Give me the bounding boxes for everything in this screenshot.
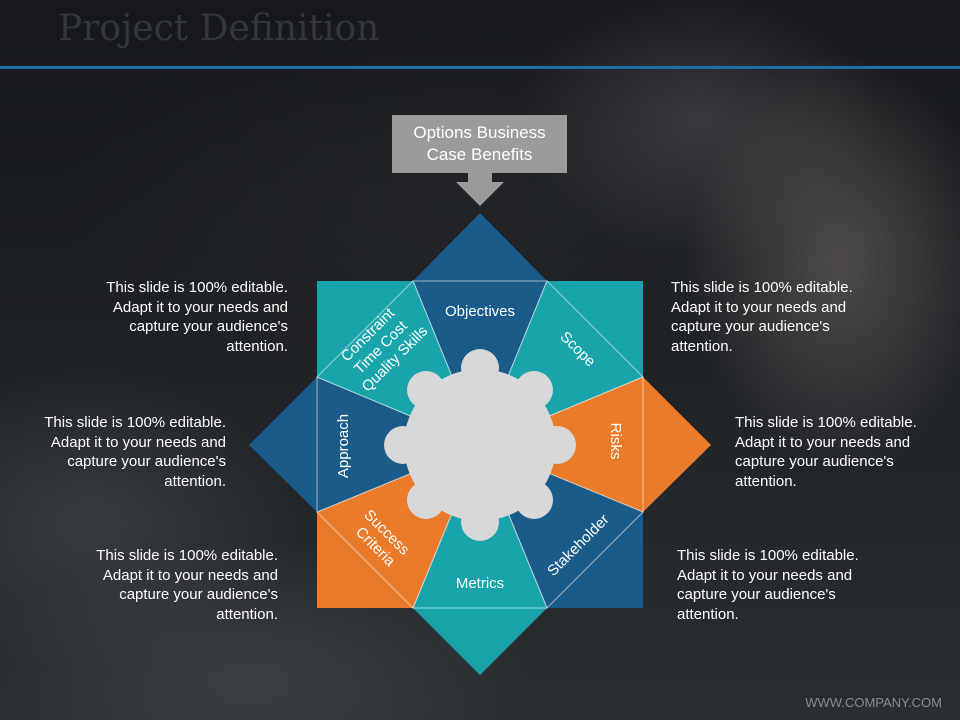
label-metrics: Metrics [456,575,504,592]
title-divider [0,66,960,69]
triangle-left [249,377,317,512]
callout-text: Options Business Case Benefits [413,123,546,164]
note-left-bottom: This slide is 100% editable. Adapt it to… [96,547,278,623]
label-approach: Approach [335,414,352,478]
center-puzzle-gear [384,349,576,541]
callout-arrow [456,172,504,206]
triangle-top [413,213,547,281]
triangle-right [643,377,711,512]
callout-box: Options Business Case Benefits [392,115,567,173]
label-objectives: Objectives [445,303,515,320]
note-right-bottom: This slide is 100% editable. Adapt it to… [677,547,859,623]
note-left-top: This slide is 100% editable. Adapt it to… [106,279,288,355]
label-risks: Risks [607,423,624,460]
page-title: Project Definition [58,8,380,49]
note-right-top: This slide is 100% editable. Adapt it to… [671,279,853,355]
note-right-middle: This slide is 100% editable. Adapt it to… [735,414,917,490]
note-left-middle: This slide is 100% editable. Adapt it to… [44,414,226,490]
company-url: WWW.COMPANY.COM [805,695,942,710]
triangle-bottom [413,608,547,675]
